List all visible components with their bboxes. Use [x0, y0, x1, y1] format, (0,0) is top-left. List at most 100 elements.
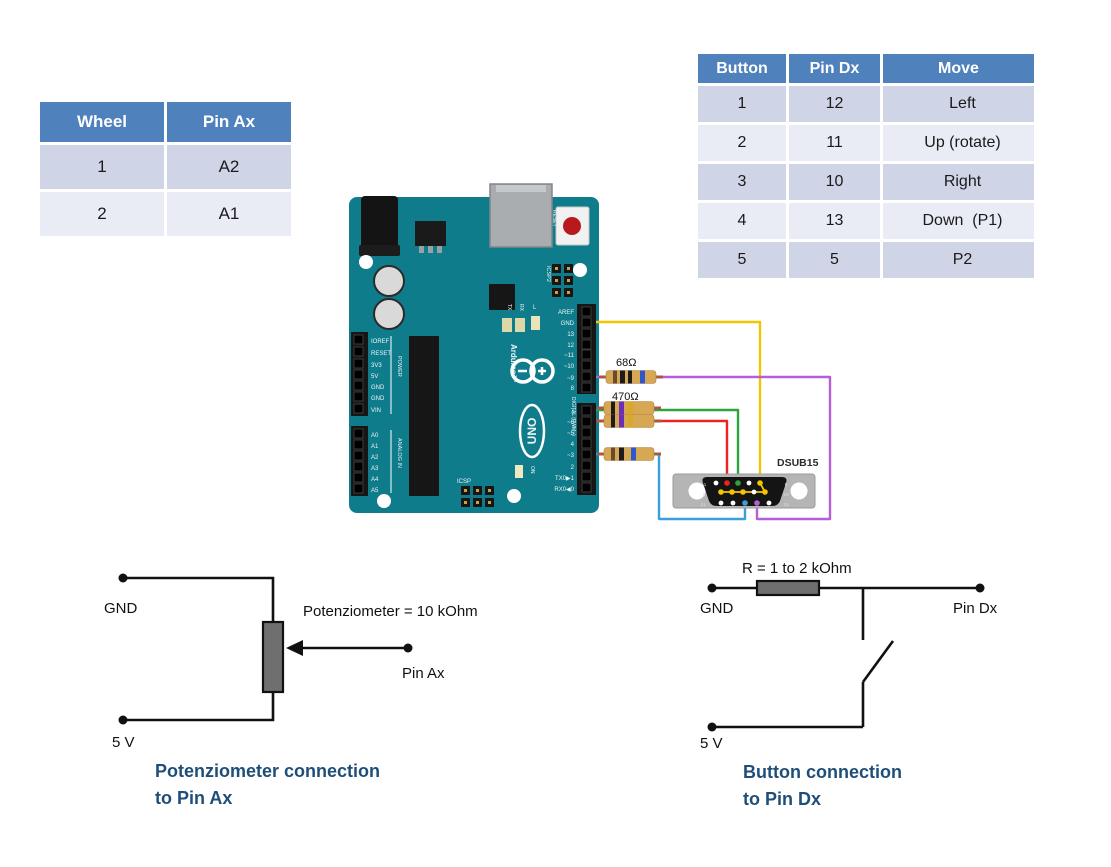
reset-label: RESET	[551, 210, 557, 227]
connector-label: DSUB15	[777, 457, 819, 469]
switch-arm	[861, 640, 895, 683]
pin-label: GND	[561, 321, 575, 327]
v5-label: 5 V	[700, 735, 723, 752]
resistor-pin3	[597, 447, 661, 461]
header-cell: Pin Ax	[164, 99, 294, 145]
gnd-terminal	[707, 583, 717, 593]
connector-pin-number: 5	[785, 482, 788, 487]
pin-label: GND	[371, 385, 385, 391]
power-group-label: POWER	[396, 356, 402, 377]
cell: P2	[880, 239, 1037, 281]
usb-port-top	[496, 185, 546, 192]
pin-ax-terminal	[403, 643, 413, 653]
pin-label: RX0◀0	[554, 487, 574, 493]
header-cell: Wheel	[37, 99, 167, 145]
pin-label: GND	[371, 396, 385, 402]
power-header: IOREF RESET 3V3 5V GND GND VIN POWER	[351, 332, 402, 416]
rx-label: RX	[518, 304, 524, 312]
header-cell: Pin Dx	[786, 51, 883, 86]
pin-label: 13	[567, 332, 574, 338]
cell: A1	[164, 189, 294, 239]
pin-label: ~11	[564, 353, 574, 359]
resistor-value-label: 470Ω	[612, 391, 639, 403]
connector-pin-number: 15	[783, 502, 789, 507]
reset-button: RESET	[551, 206, 590, 246]
cell: Up (rotate)	[880, 122, 1037, 164]
voltage-regulator	[415, 221, 446, 253]
table-header-row: Wheel Pin Ax	[37, 99, 294, 145]
pin-dx-terminal	[975, 583, 985, 593]
brand-label: Arduino™	[509, 344, 518, 383]
gnd-label: GND	[700, 600, 734, 617]
pin-label: 8	[571, 386, 575, 392]
main-ic	[409, 336, 439, 496]
cell: 5	[695, 239, 789, 281]
mcu-chip	[489, 284, 515, 310]
usb-port	[489, 183, 553, 248]
wire-pin9-purple	[596, 375, 832, 521]
arduino-board: RESET ICSP2	[349, 183, 599, 513]
button-schematic: R = 1 to 2 kOhm GND Pin Dx 5 V Button co…	[700, 560, 998, 809]
header-cell: Button	[695, 51, 789, 86]
pin-label: A3	[371, 466, 379, 472]
connector-pin-number: 1	[704, 482, 707, 487]
resistors: 68Ω 470Ω	[597, 357, 663, 461]
potentiometer-schematic: GND Potenziometer = 10 kOhm Pin Ax 5 V P…	[104, 573, 478, 808]
cell: 12	[786, 83, 883, 125]
table-row: 3 10 Right	[695, 161, 1037, 203]
pin-label: 3V3	[371, 363, 382, 369]
pin-label: 2	[571, 465, 575, 471]
pin-label: AREF	[558, 310, 574, 316]
cell: 4	[695, 200, 789, 242]
resistor-68ohm: 68Ω	[599, 357, 663, 384]
mounting-hole	[573, 263, 587, 277]
cell: A2	[164, 142, 294, 192]
power-jack-flange	[359, 245, 400, 256]
pin-label: 5V	[371, 374, 378, 380]
rx-led	[515, 318, 525, 332]
v5-terminal	[707, 722, 717, 732]
wiper-arrowhead	[286, 640, 303, 656]
pin-label: ~5	[567, 431, 575, 437]
wheel-table: Wheel Pin Ax 1 A2 2 A1	[37, 99, 294, 239]
svg-text:UNO: UNO	[525, 418, 539, 445]
pin-label: TX0▶1	[555, 476, 575, 482]
component-label: R = 1 to 2 kOhm	[742, 560, 852, 577]
button-table: Button Pin Dx Move 1 12 Left 2 11 Up (ro…	[695, 51, 1037, 281]
cell: 2	[37, 189, 167, 239]
pin-label: ~3	[567, 453, 575, 459]
digital-group-label: DIGITAL (PWM~)	[570, 397, 576, 436]
header-cell: Move	[880, 51, 1037, 86]
connector-pin-number: 6	[703, 492, 706, 497]
v5-terminal	[118, 715, 128, 725]
gnd-label: GND	[104, 600, 138, 617]
caption-line1: Potenziometer connection	[155, 761, 380, 781]
cell: 1	[695, 83, 789, 125]
icsp2-header: ICSP2	[545, 264, 573, 297]
mounting-hole	[507, 489, 521, 503]
resistor-470ohm-b	[597, 414, 661, 428]
analog-group-label: ANALOG IN	[396, 438, 402, 468]
cell: 13	[786, 200, 883, 242]
analog-header: A0 A1 A2 A3 A4 A5 ANALOG IN	[351, 426, 402, 496]
pin-label: 4	[571, 442, 575, 448]
l-led-label: L	[533, 305, 537, 311]
connector-pin-number: 11	[701, 502, 706, 507]
pin-label: A4	[371, 477, 379, 483]
mounting-hole	[359, 255, 373, 269]
table-row: 5 5 P2	[695, 239, 1037, 281]
pin-label: A5	[371, 488, 379, 494]
tx-led	[502, 318, 512, 332]
pin-label: 12	[567, 343, 574, 349]
resistor-470ohm-a: 470Ω	[597, 391, 661, 415]
caption-line2: to Pin Ax	[155, 788, 232, 808]
cell: 3	[695, 161, 789, 203]
gnd-terminal	[118, 573, 128, 583]
connector-pin-number: 10	[783, 492, 789, 497]
table-row: 4 13 Down (P1)	[695, 200, 1037, 242]
uno-label: UNO	[518, 403, 546, 459]
on-label: ON	[529, 466, 535, 474]
table-row: 2 A1	[37, 189, 294, 239]
l-led	[531, 316, 540, 330]
